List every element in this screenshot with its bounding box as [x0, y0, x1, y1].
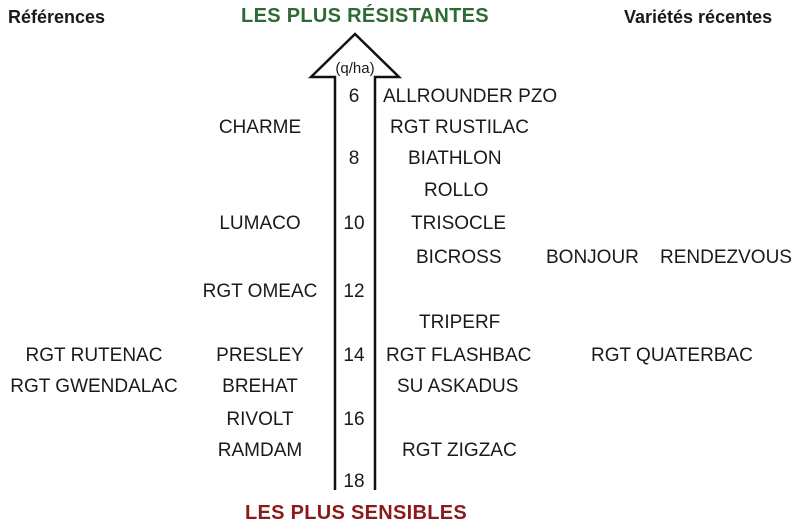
- top-label: LES PLUS RÉSISTANTES: [241, 5, 489, 27]
- axis-tick: 18: [343, 471, 365, 492]
- recent-variety: RGT ZIGZAC: [402, 440, 517, 461]
- reference-variety: RGT RUTENAC: [25, 345, 163, 366]
- reference-variety: RIVOLT: [226, 409, 294, 430]
- recent-variety: RGT FLASHBAC: [386, 345, 532, 366]
- recent-variety: RGT QUATERBAC: [591, 345, 753, 366]
- axis-tick: 10: [343, 213, 365, 234]
- axis-unit: (q/ha): [335, 60, 375, 77]
- recent-variety: ROLLO: [424, 180, 489, 201]
- recent-variety: RGT RUSTILAC: [390, 117, 530, 138]
- reference-variety: PRESLEY: [216, 345, 304, 366]
- axis-tick: 14: [343, 345, 365, 366]
- recent-variety: BONJOUR: [546, 247, 639, 268]
- references-header: Références: [8, 7, 106, 27]
- axis-tick: 8: [348, 148, 360, 169]
- reference-variety: LUMACO: [219, 213, 301, 234]
- recent-variety: TRISOCLE: [411, 213, 507, 234]
- reference-variety: RGT OMEAC: [202, 281, 318, 302]
- axis-tick: 12: [343, 281, 365, 302]
- bottom-label: LES PLUS SENSIBLES: [244, 502, 468, 524]
- reference-variety: RGT GWENDALAC: [10, 376, 178, 397]
- recent-variety: ALLROUNDER PZO: [383, 86, 558, 107]
- recent-variety: SU ASKADUS: [397, 376, 519, 397]
- recent-variety: BIATHLON: [408, 148, 502, 169]
- recent-varieties-header: Variétés récentes: [624, 7, 773, 27]
- recent-variety: BICROSS: [416, 247, 502, 268]
- reference-variety: BREHAT: [222, 376, 298, 397]
- recent-variety: RENDEZVOUS: [660, 247, 792, 268]
- recent-variety: TRIPERF: [419, 312, 501, 333]
- reference-variety: RAMDAM: [217, 440, 303, 461]
- reference-variety: CHARME: [218, 117, 302, 138]
- axis-tick: 16: [343, 409, 365, 430]
- axis-tick: 6: [348, 86, 360, 107]
